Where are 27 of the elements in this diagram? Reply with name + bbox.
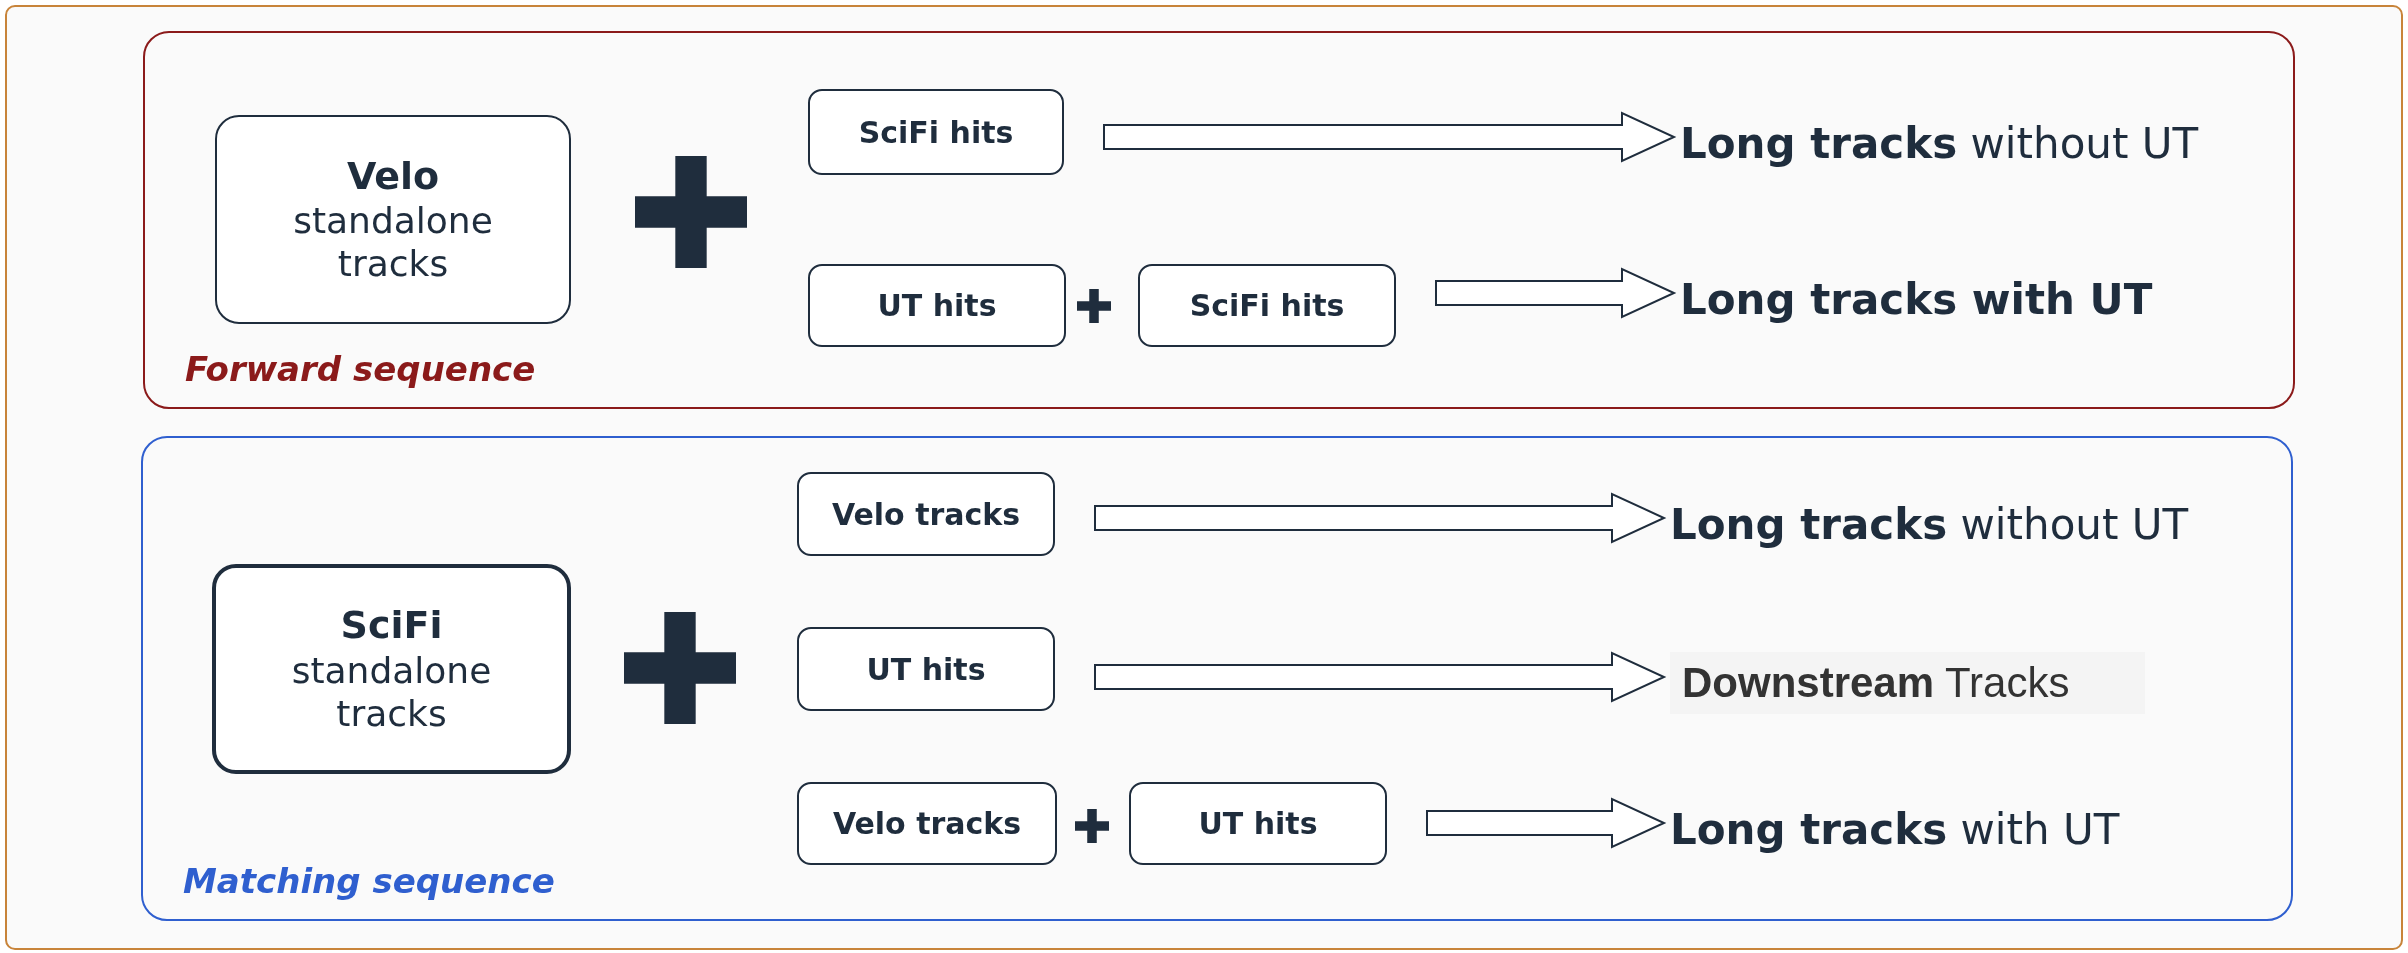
- hits-box: UT hits: [797, 627, 1055, 711]
- track-type-label: Long tracks without UT: [1680, 100, 2240, 186]
- block-arrow: [1103, 111, 1677, 163]
- box-heading: Velo: [346, 153, 440, 200]
- hits-box: Velo tracks: [797, 472, 1055, 556]
- block-arrow: [1435, 267, 1677, 319]
- hits-box: UT hits: [1129, 782, 1387, 865]
- track-type-label: Long tracks without UT: [1670, 481, 2230, 567]
- hits-box: UT hits: [808, 264, 1066, 347]
- track-box: [215, 115, 571, 324]
- track-type-label: Long tracks with UT: [1680, 256, 2200, 342]
- hits-box: SciFi hits: [808, 89, 1064, 175]
- sequence-panel: [141, 436, 2293, 921]
- block-arrow: [1426, 797, 1667, 849]
- track-type-label: Long tracks with UT: [1670, 786, 2140, 872]
- box-text: standalone tracks: [290, 648, 493, 735]
- panel-title: Forward sequence: [185, 349, 536, 389]
- track-box: [212, 564, 571, 774]
- hits-box: Velo tracks: [797, 782, 1057, 865]
- hits-box: SciFi hits: [1138, 264, 1396, 347]
- block-arrow: [1094, 492, 1667, 544]
- sequence-panel: [143, 31, 2295, 409]
- panel-title: Matching sequence: [183, 861, 555, 901]
- block-arrow: [1094, 651, 1667, 703]
- track-type-label: Downstream Tracks: [1670, 652, 2145, 714]
- box-text: standalone tracks: [292, 199, 494, 286]
- box-heading: SciFi: [340, 603, 443, 649]
